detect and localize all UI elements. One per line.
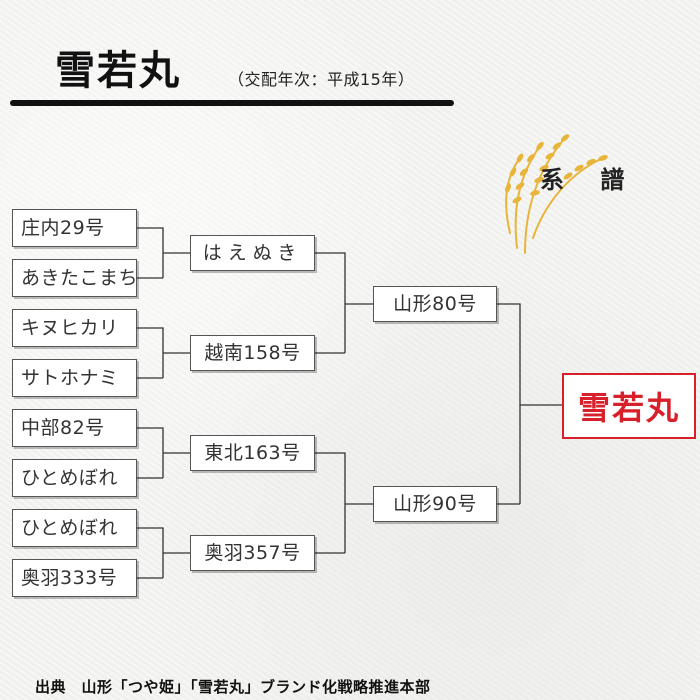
pedigree-node: 庄内29号 xyxy=(12,209,137,247)
result-variety-node: 雪若丸 xyxy=(562,373,696,439)
connector-line xyxy=(315,252,373,354)
pedigree-node: 越南158号 xyxy=(190,335,315,371)
connector-line xyxy=(137,227,190,279)
connector-line xyxy=(137,427,190,479)
connector-line xyxy=(497,303,562,505)
source-citation: 出典 山形「つや姫」「雪若丸」ブランド化戦略推進本部 xyxy=(35,678,431,696)
pedigree-node: 東北163号 xyxy=(190,435,315,471)
title-underline xyxy=(10,100,454,106)
pedigree-node: 山形90号 xyxy=(373,486,497,522)
rice-plant-icon xyxy=(505,134,608,254)
connector-line xyxy=(137,327,190,379)
page-title: 雪若丸 xyxy=(55,48,181,94)
page-subtitle: （交配年次：平成15年） xyxy=(228,70,415,89)
pedigree-node: ひとめぼれ xyxy=(12,509,137,547)
connector-line xyxy=(315,452,373,554)
pedigree-node: ひとめぼれ xyxy=(12,459,137,497)
pedigree-node: 奥羽357号 xyxy=(190,535,315,571)
pedigree-label: 系 譜 xyxy=(540,166,639,194)
pedigree-node: 中部82号 xyxy=(12,409,137,447)
pedigree-node: サトホナミ xyxy=(12,359,137,397)
pedigree-node: キヌヒカリ xyxy=(12,309,137,347)
pedigree-node: 山形80号 xyxy=(373,286,497,322)
pedigree-node: はえぬき xyxy=(190,235,315,271)
connector-line xyxy=(137,527,190,579)
pedigree-node: 奥羽333号 xyxy=(12,559,137,597)
pedigree-node: あきたこまち xyxy=(12,259,138,297)
